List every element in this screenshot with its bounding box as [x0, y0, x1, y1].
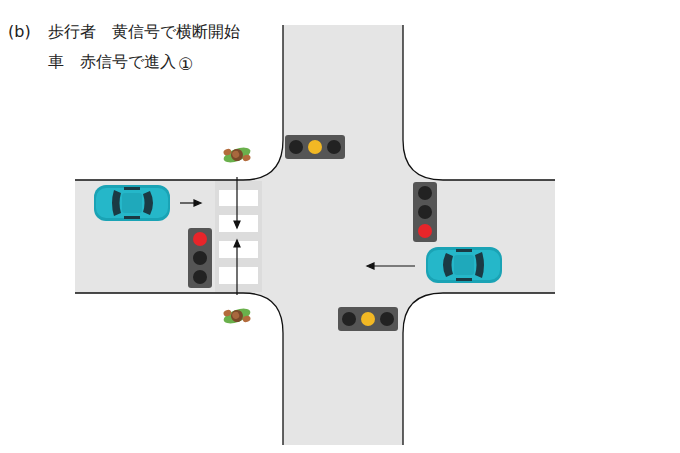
- caption-text: 車 赤信号で進入: [48, 52, 176, 72]
- figure-letter: (b): [8, 22, 31, 42]
- callout-number: ①: [178, 54, 193, 74]
- title-text: 歩行者 黄信号で横断開始: [48, 22, 240, 42]
